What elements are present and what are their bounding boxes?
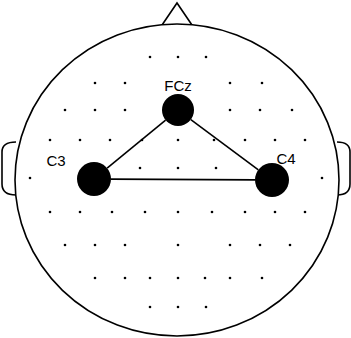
electrode-disc <box>255 163 289 197</box>
electrode-label: C3 <box>46 153 65 168</box>
electrode-node: C3 <box>77 162 111 196</box>
electrode-disc <box>162 94 194 126</box>
connection-line <box>107 120 166 168</box>
electrode-disc <box>255 163 289 197</box>
electrode-node: C4 <box>255 163 289 197</box>
scalp <box>15 24 339 336</box>
electrode-label: FCz <box>164 78 192 93</box>
connection-line <box>111 178 255 180</box>
electrode-dots <box>29 56 324 309</box>
connection-line <box>191 120 259 170</box>
electrode-label: C4 <box>276 151 295 166</box>
electrode-node: FCz <box>162 94 194 126</box>
electrode-disc <box>77 162 111 196</box>
left-ear <box>2 142 16 195</box>
electrode-disc <box>77 162 111 196</box>
electrode-disc <box>162 94 194 126</box>
